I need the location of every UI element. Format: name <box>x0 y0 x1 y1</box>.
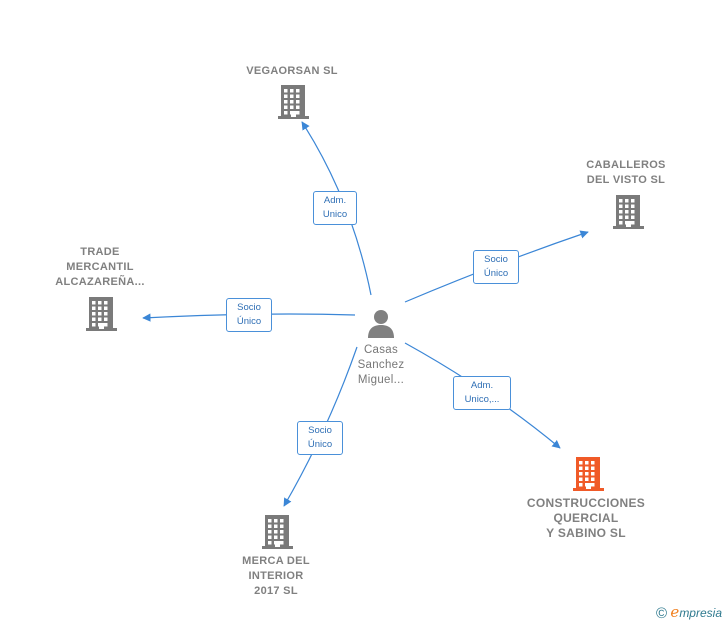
name-line: TRADE <box>80 246 120 258</box>
empresia-brand[interactable]: © empresia <box>656 603 722 622</box>
building-icon[interactable] <box>278 85 310 124</box>
edge-label-line: Único <box>236 316 262 327</box>
name-line: Y SABINO SL <box>546 526 626 540</box>
name-line: MERCANTIL <box>66 261 134 273</box>
name-line: CONSTRUCCIONES <box>526 496 646 510</box>
edge-label-line: Socio <box>484 254 508 265</box>
company-label-construcciones[interactable]: CONSTRUCCIONES QUERCIAL Y SABINO SL <box>506 496 666 541</box>
edge-label-vegaorsan[interactable]: Adm. Unico <box>313 191 357 225</box>
edge-label-line: Único <box>483 268 509 279</box>
edge-label-line: Unico,... <box>464 394 500 405</box>
company-label-merca[interactable]: MERCA DEL INTERIOR 2017 SL <box>216 554 336 599</box>
edge-label-merca[interactable]: Socio Único <box>297 421 343 455</box>
name-line: ALCAZAREÑA... <box>55 276 145 288</box>
building-icon[interactable] <box>613 195 645 234</box>
name-line: Miguel... <box>357 374 405 386</box>
building-icon[interactable] <box>573 457 605 496</box>
edge-label-trade[interactable]: Socio Único <box>226 298 272 332</box>
name-line: INTERIOR <box>248 570 304 582</box>
copyright-symbol: © <box>656 605 668 622</box>
name-line: CABALLEROS <box>586 159 666 171</box>
edge-label-caballeros[interactable]: Socio Único <box>473 250 519 284</box>
edge-label-construcciones[interactable]: Adm. Unico,... <box>453 376 511 410</box>
name-line: MERCA DEL <box>242 555 310 567</box>
person-icon[interactable] <box>366 308 396 338</box>
name-line: Sanchez <box>357 359 405 371</box>
name-line: DEL VISTO SL <box>586 174 666 186</box>
edge-label-line: Único <box>307 439 333 450</box>
center-person-name[interactable]: Casas Sanchez Miguel... <box>336 343 426 388</box>
name-line: 2017 SL <box>254 585 298 597</box>
name-line: VEGAORSAN SL <box>246 65 338 77</box>
company-label-trade[interactable]: TRADE MERCANTIL ALCAZAREÑA... <box>40 245 160 290</box>
brand-initial: e <box>670 603 680 621</box>
building-icon[interactable] <box>262 515 294 554</box>
edge-label-line: Socio <box>308 425 332 436</box>
edge-label-line: Adm. <box>470 380 494 391</box>
company-label-caballeros[interactable]: CABALLEROS DEL VISTO SL <box>566 158 686 188</box>
edge-label-line: Unico <box>322 209 348 220</box>
name-line: QUERCIAL <box>553 511 619 525</box>
brand-name: mpresia <box>679 606 722 620</box>
building-icon[interactable] <box>86 297 118 336</box>
edge-label-line: Adm. <box>323 195 347 206</box>
company-label-vegaorsan[interactable]: VEGAORSAN SL <box>222 64 362 79</box>
edge-label-line: Socio <box>237 302 261 313</box>
name-line: Casas <box>363 344 399 356</box>
